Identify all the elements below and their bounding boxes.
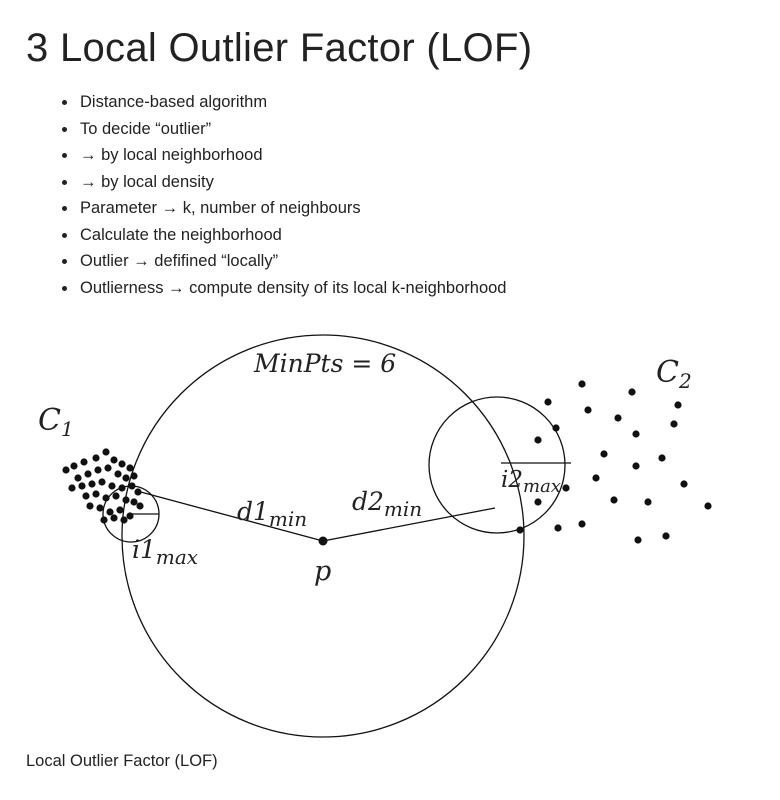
data-point bbox=[600, 450, 608, 458]
data-point bbox=[592, 474, 600, 482]
i1-label: i1max bbox=[132, 535, 198, 569]
page-title: 3 Local Outlier Factor (LOF) bbox=[26, 26, 533, 70]
d1-label: d1min bbox=[237, 497, 307, 531]
data-point bbox=[98, 478, 106, 486]
cluster-c2-label: C2 bbox=[656, 355, 692, 393]
data-point bbox=[88, 480, 96, 488]
data-point bbox=[516, 526, 524, 534]
data-point bbox=[70, 462, 78, 470]
data-point bbox=[122, 474, 130, 482]
lof-diagram: MinPts = 6 C1 C2 d1min d2min i1max i2max… bbox=[38, 334, 712, 738]
data-point bbox=[84, 470, 92, 478]
data-point bbox=[122, 496, 130, 504]
data-point bbox=[644, 498, 652, 506]
data-point bbox=[102, 448, 110, 456]
data-point bbox=[632, 462, 640, 470]
data-point bbox=[114, 470, 122, 478]
data-point bbox=[554, 524, 562, 532]
data-point bbox=[126, 464, 134, 472]
bullet-item: → by local density bbox=[78, 169, 506, 196]
data-point bbox=[670, 420, 678, 428]
data-point bbox=[108, 482, 116, 490]
data-point bbox=[112, 492, 120, 500]
i2-circle bbox=[428, 396, 566, 534]
data-point bbox=[634, 536, 642, 544]
data-point bbox=[96, 504, 104, 512]
data-point bbox=[110, 514, 118, 522]
data-point bbox=[136, 502, 144, 510]
data-point bbox=[118, 484, 126, 492]
data-point bbox=[128, 482, 136, 490]
data-point bbox=[628, 388, 636, 396]
data-point bbox=[92, 454, 100, 462]
data-point bbox=[534, 498, 542, 506]
cluster-c2-points bbox=[516, 380, 712, 544]
bullet-item: Calculate the neighborhood bbox=[78, 222, 506, 249]
data-point bbox=[662, 532, 670, 540]
bullet-item: Distance-based algorithm bbox=[78, 89, 506, 116]
data-point bbox=[80, 458, 88, 466]
data-point bbox=[104, 464, 112, 472]
data-point bbox=[120, 516, 128, 524]
cluster-c1-label: C1 bbox=[38, 403, 74, 441]
minpts-circle bbox=[121, 334, 525, 738]
data-point bbox=[544, 398, 552, 406]
data-point bbox=[102, 494, 110, 502]
data-point bbox=[82, 492, 90, 500]
bullet-list: Distance-based algorithm To decide “outl… bbox=[56, 89, 506, 301]
d2-label: d2min bbox=[352, 487, 422, 521]
d2-line bbox=[322, 507, 496, 542]
data-point bbox=[68, 484, 76, 492]
data-point bbox=[100, 516, 108, 524]
data-point bbox=[614, 414, 622, 422]
data-point bbox=[134, 488, 142, 496]
data-point bbox=[74, 474, 82, 482]
data-point bbox=[92, 490, 100, 498]
data-point bbox=[584, 406, 592, 414]
bullet-item: Parameter → k, number of neighbours bbox=[78, 195, 506, 222]
data-point bbox=[578, 380, 586, 388]
figure-caption: Local Outlier Factor (LOF) bbox=[26, 752, 218, 770]
data-point bbox=[632, 430, 640, 438]
data-point bbox=[674, 401, 682, 409]
data-point bbox=[610, 496, 618, 504]
data-point bbox=[704, 502, 712, 510]
bullet-item: Outlierness → compute density of its loc… bbox=[78, 275, 506, 302]
data-point bbox=[562, 484, 570, 492]
point-p bbox=[318, 536, 328, 546]
d1-line bbox=[136, 490, 324, 542]
data-point bbox=[118, 460, 126, 468]
data-point bbox=[86, 502, 94, 510]
cluster-c1-points bbox=[62, 448, 144, 524]
data-point bbox=[552, 424, 560, 432]
data-point bbox=[578, 520, 586, 528]
p-label: p bbox=[314, 556, 331, 587]
bullet-item: → by local neighborhood bbox=[78, 142, 506, 169]
data-point bbox=[658, 454, 666, 462]
data-point bbox=[62, 466, 70, 474]
data-point bbox=[110, 456, 118, 464]
bullet-item: Outlier → defifined “locally” bbox=[78, 248, 506, 275]
data-point bbox=[126, 512, 134, 520]
data-point bbox=[116, 506, 124, 514]
data-point bbox=[78, 482, 86, 490]
i2-label: i2max bbox=[501, 467, 561, 497]
bullet-item: To decide “outlier” bbox=[78, 116, 506, 143]
data-point bbox=[106, 508, 114, 516]
data-point bbox=[680, 480, 688, 488]
data-point bbox=[130, 472, 138, 480]
data-point bbox=[130, 498, 138, 506]
data-point bbox=[94, 466, 102, 474]
minpts-label: MinPts = 6 bbox=[253, 349, 396, 378]
data-point bbox=[534, 436, 542, 444]
